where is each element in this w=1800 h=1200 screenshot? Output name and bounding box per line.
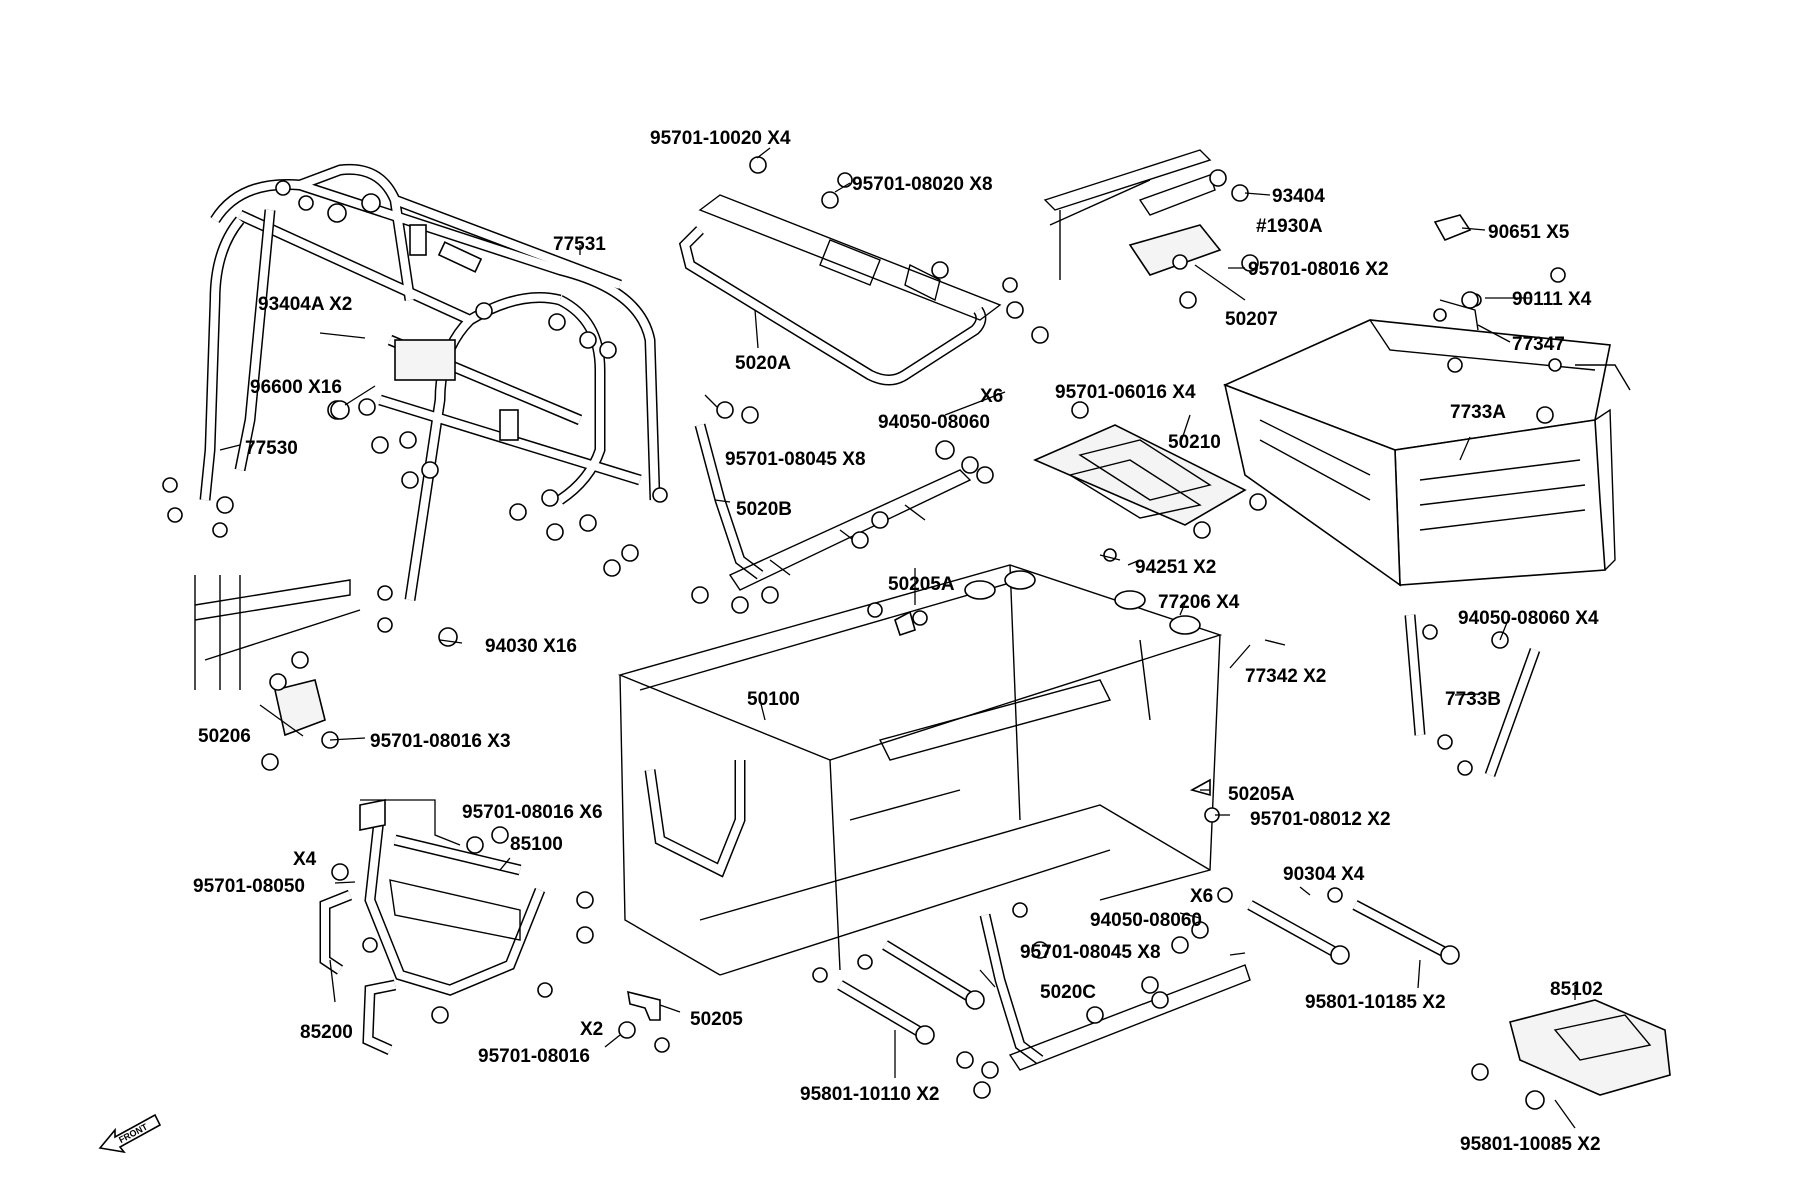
leader-lines	[219, 147, 1576, 1129]
label-5020a: 5020A	[735, 353, 791, 374]
label-77347: 77347	[1512, 334, 1565, 355]
label-95701-08016-x6: 95701-08016 X6	[462, 802, 603, 823]
part-labels: 95701-10020 X4 95701-08020 X8 93404 #193…	[193, 128, 1603, 1155]
label-94050-08060-x4: 94050-08060 X4	[1458, 608, 1599, 629]
label-77530: 77530	[245, 438, 298, 459]
bracket-50206	[194, 575, 361, 771]
label-50100: 50100	[747, 689, 800, 710]
label-96600-x16: 96600 X16	[250, 377, 342, 398]
bracket-50207	[1043, 149, 1259, 309]
label-50205a-top: 50205A	[888, 574, 955, 595]
label-94251-x2: 94251 X2	[1135, 557, 1216, 578]
seat-frame-5020a	[678, 156, 1049, 386]
main-frame-50100	[617, 548, 1286, 976]
cage-fasteners	[162, 180, 668, 647]
label-95701-08050: 95701-08050	[193, 876, 305, 897]
label-5020c: 5020C	[1040, 982, 1096, 1003]
label-50210: 50210	[1168, 432, 1221, 453]
label-85102: 85102	[1550, 979, 1603, 1000]
label-77206-x4: 77206 X4	[1158, 592, 1240, 613]
label-7733b: 7733B	[1445, 689, 1501, 710]
label-50205a-bottom: 50205A	[1228, 784, 1295, 805]
label-95701-06016-x4: 95701-06016 X4	[1055, 382, 1196, 403]
label-x2-bottom: X2	[580, 1019, 603, 1040]
label-95701-08016-x2-top: 95701-08016 X2	[1248, 259, 1389, 280]
label-50207: 50207	[1225, 309, 1278, 330]
label-95701-08045-x8-bottom: 95701-08045 X8	[1020, 942, 1161, 963]
label-85200: 85200	[300, 1022, 353, 1043]
label-90111-x4: 90111 X4	[1512, 289, 1592, 310]
label-85100: 85100	[510, 834, 563, 855]
label-x6-bottom: X6	[1190, 886, 1213, 907]
roll-cage-77531	[199, 163, 661, 601]
label-90304-x4: 90304 X4	[1283, 864, 1365, 885]
bracket-50205	[618, 602, 1220, 1053]
label-77531: 77531	[553, 234, 606, 255]
brush-guard-85200	[319, 863, 449, 1056]
cargo-bed-7733a	[1222, 267, 1631, 587]
label-95701-08016-bottom: 95701-08016	[478, 1046, 590, 1067]
label-x4-left: X4	[293, 849, 317, 870]
label-90651-x5: 90651 X5	[1488, 222, 1570, 243]
label-95801-10110-x2: 95801-10110 X2	[800, 1084, 939, 1105]
label-94050-08060-top: 94050-08060	[878, 412, 990, 433]
label-95701-08045-x8-top: 95701-08045 X8	[725, 449, 866, 470]
label-77342-x2: 77342 X2	[1245, 666, 1326, 687]
label-94050-08060-bottom: 94050-08060	[1090, 910, 1202, 931]
label-93404: 93404	[1272, 186, 1325, 207]
plate-85102	[1471, 999, 1671, 1110]
label-50205: 50205	[690, 1009, 743, 1030]
long-bolts	[812, 887, 1460, 1045]
bracket-5020c	[956, 887, 1251, 1099]
label-7733a: 7733A	[1450, 402, 1506, 423]
label-95701-10020-x4: 95701-10020 X4	[650, 128, 791, 149]
label-95801-10185-x2: 95801-10185 X2	[1305, 992, 1446, 1013]
label-93404a-x2: 93404A X2	[258, 294, 352, 315]
bracket-5020b	[691, 401, 994, 614]
gas-struts-7733b	[1404, 614, 1541, 777]
front-bumper-85100	[359, 799, 594, 998]
label-95701-08016-x3: 95701-08016 X3	[370, 731, 511, 752]
plate-50210	[1032, 401, 1267, 539]
label-50206: 50206	[198, 726, 251, 747]
clip-90651	[1433, 214, 1472, 242]
label-1930a: #1930A	[1256, 216, 1323, 237]
label-95701-08020-x8: 95701-08020 X8	[852, 174, 993, 195]
front-arrow-icon: FRONT	[98, 1113, 162, 1154]
label-94030-x16: 94030 X16	[485, 636, 577, 657]
label-95801-10085-x2: 95801-10085 X2	[1460, 1134, 1601, 1155]
label-95701-08012-x2: 95701-08012 X2	[1250, 809, 1391, 830]
label-5020b: 5020B	[736, 499, 792, 520]
label-x6-top: X6	[980, 386, 1003, 407]
